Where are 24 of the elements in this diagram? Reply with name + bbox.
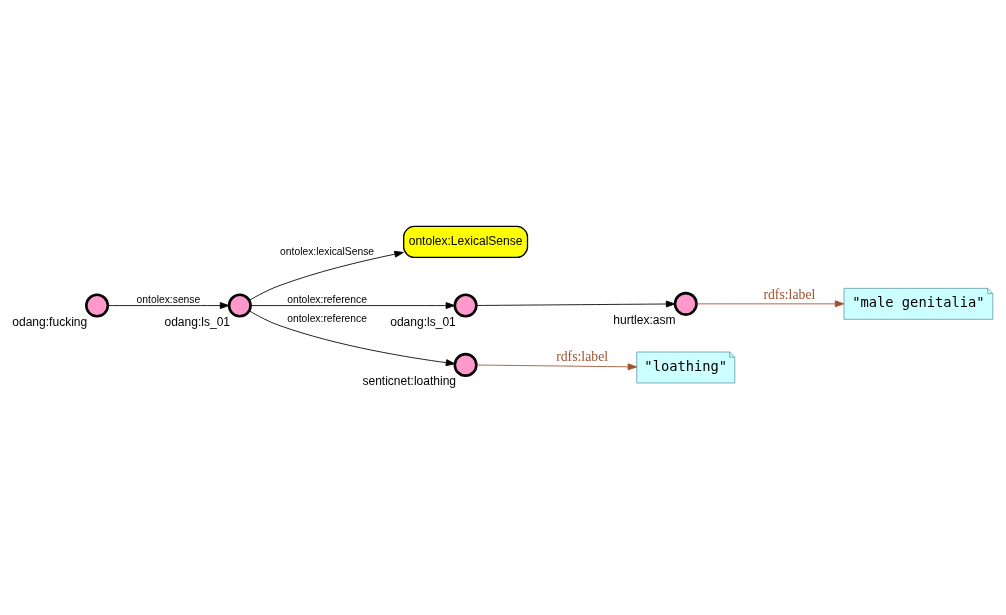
edge-label: ontolex:reference bbox=[287, 313, 367, 325]
arrow bbox=[249, 310, 456, 367]
node-label: odang:fucking bbox=[12, 314, 88, 329]
arrow bbox=[249, 250, 404, 301]
arrow bbox=[250, 302, 456, 309]
node-label: odang:ls_01 bbox=[390, 314, 456, 329]
node-label: hurtlex:asm bbox=[613, 313, 676, 328]
arrow bbox=[107, 302, 230, 309]
node-box: ontolex:LexicalSense bbox=[403, 225, 529, 259]
edge-label: ontolex:sense bbox=[136, 293, 201, 305]
node-label: senticnet:loathing bbox=[362, 374, 457, 389]
node-circle bbox=[673, 291, 698, 316]
edge-label: ontolex:reference bbox=[287, 293, 367, 305]
node-label: odang:ls_01 bbox=[164, 314, 231, 329]
node-circle bbox=[227, 293, 252, 318]
node-circle bbox=[453, 293, 478, 318]
node-circle bbox=[453, 352, 478, 377]
arrow bbox=[475, 363, 638, 371]
arrow bbox=[696, 300, 845, 308]
edge-label: rdfs:label bbox=[763, 287, 816, 303]
arrow bbox=[475, 300, 676, 308]
edge-label: ontolex:lexicalSense bbox=[280, 246, 375, 258]
edge-label: rdfs:label bbox=[556, 349, 609, 365]
node-circle bbox=[85, 293, 110, 318]
